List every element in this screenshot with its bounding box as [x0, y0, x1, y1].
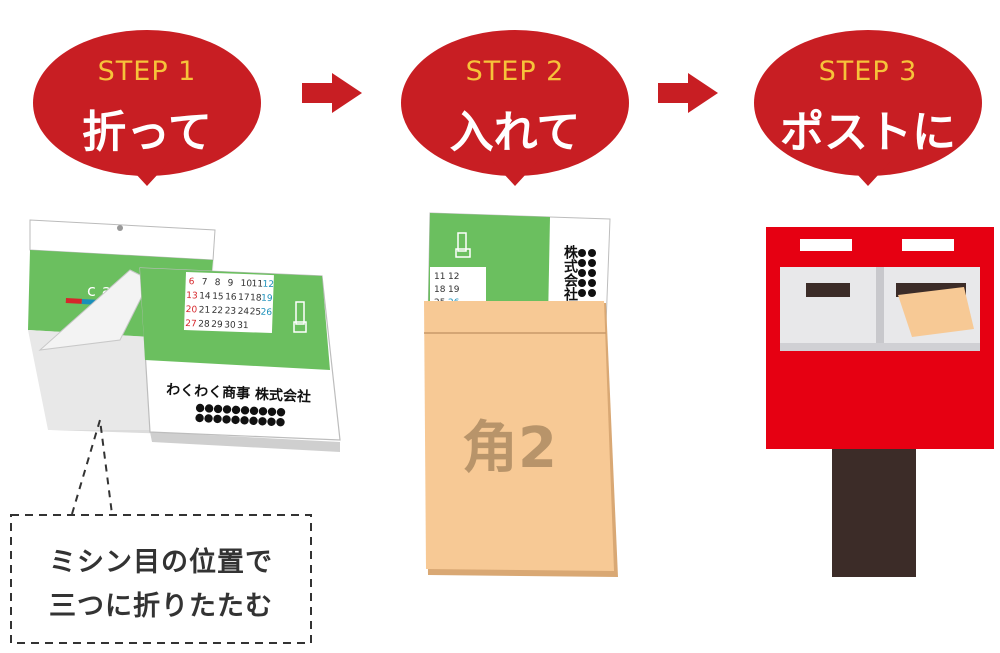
- cal-date: 15: [212, 292, 224, 302]
- cal-date: 12: [262, 280, 274, 290]
- env-date: 18: [434, 285, 446, 295]
- step-3-title: ポストに: [780, 107, 956, 158]
- cal-date: 23: [224, 306, 236, 316]
- step-2-title: 入れて: [449, 107, 581, 158]
- cal-date: 7: [201, 278, 207, 288]
- env-date: 11: [434, 272, 445, 282]
- fold-instruction-note: ミシン目の位置で 三つに折りたたむ: [10, 514, 312, 644]
- cal-date: 17: [238, 293, 250, 303]
- step-1-bubble: STEP 1 折って: [33, 30, 261, 186]
- cal-date: 8: [214, 278, 220, 288]
- cal-date: 28: [198, 319, 210, 329]
- cal-date: 30: [224, 320, 236, 330]
- cal-date: 9: [227, 278, 233, 288]
- cal-date: 29: [211, 320, 223, 330]
- cal-date: 19: [261, 294, 273, 304]
- envelope-scene: 11 12 18 19 25 26 株式会社 角2: [424, 212, 618, 577]
- cal-date: 20: [185, 305, 197, 315]
- cal-date: 11: [251, 279, 263, 289]
- cal-date: 6: [188, 277, 194, 287]
- cal-date: 26: [260, 308, 272, 318]
- cal-date: 14: [199, 291, 211, 301]
- step-1-title: 折って: [82, 107, 212, 158]
- arrow-right-icon: [658, 73, 718, 113]
- cal-date: 31: [237, 321, 249, 331]
- envelope-company: 株式会社: [562, 244, 579, 302]
- note-line-2: 三つに折りたたむ: [49, 591, 273, 622]
- step-3-bubble: STEP 3 ポストに: [754, 30, 982, 186]
- folding-calendar: cal 6 7 8 9 10 11 12 13 14 15 16 17 18 1…: [28, 219, 341, 452]
- cal-date: 22: [211, 306, 223, 316]
- step-3-label: STEP 3: [818, 56, 918, 87]
- cal-date: 16: [225, 292, 237, 302]
- cal-date: 10: [240, 279, 252, 289]
- callout-pointer: [71, 419, 113, 515]
- cal-date: 27: [185, 319, 197, 329]
- cal-date: 13: [186, 291, 198, 301]
- step-2-label: STEP 2: [465, 56, 565, 87]
- step-2-bubble: STEP 2 入れて: [401, 30, 629, 186]
- envelope-label: 角2: [462, 416, 557, 481]
- env-date: 19: [448, 285, 460, 295]
- arrow-right-icon: [302, 73, 362, 113]
- cal-date: 24: [237, 307, 249, 317]
- step-1-label: STEP 1: [97, 56, 197, 87]
- cal-date: 18: [250, 293, 262, 303]
- note-line-1: ミシン目の位置で: [49, 547, 273, 578]
- postbox-icon: [766, 227, 994, 577]
- cal-date: 21: [198, 305, 210, 315]
- env-date: 12: [448, 272, 459, 282]
- cal-date: 25: [249, 307, 261, 317]
